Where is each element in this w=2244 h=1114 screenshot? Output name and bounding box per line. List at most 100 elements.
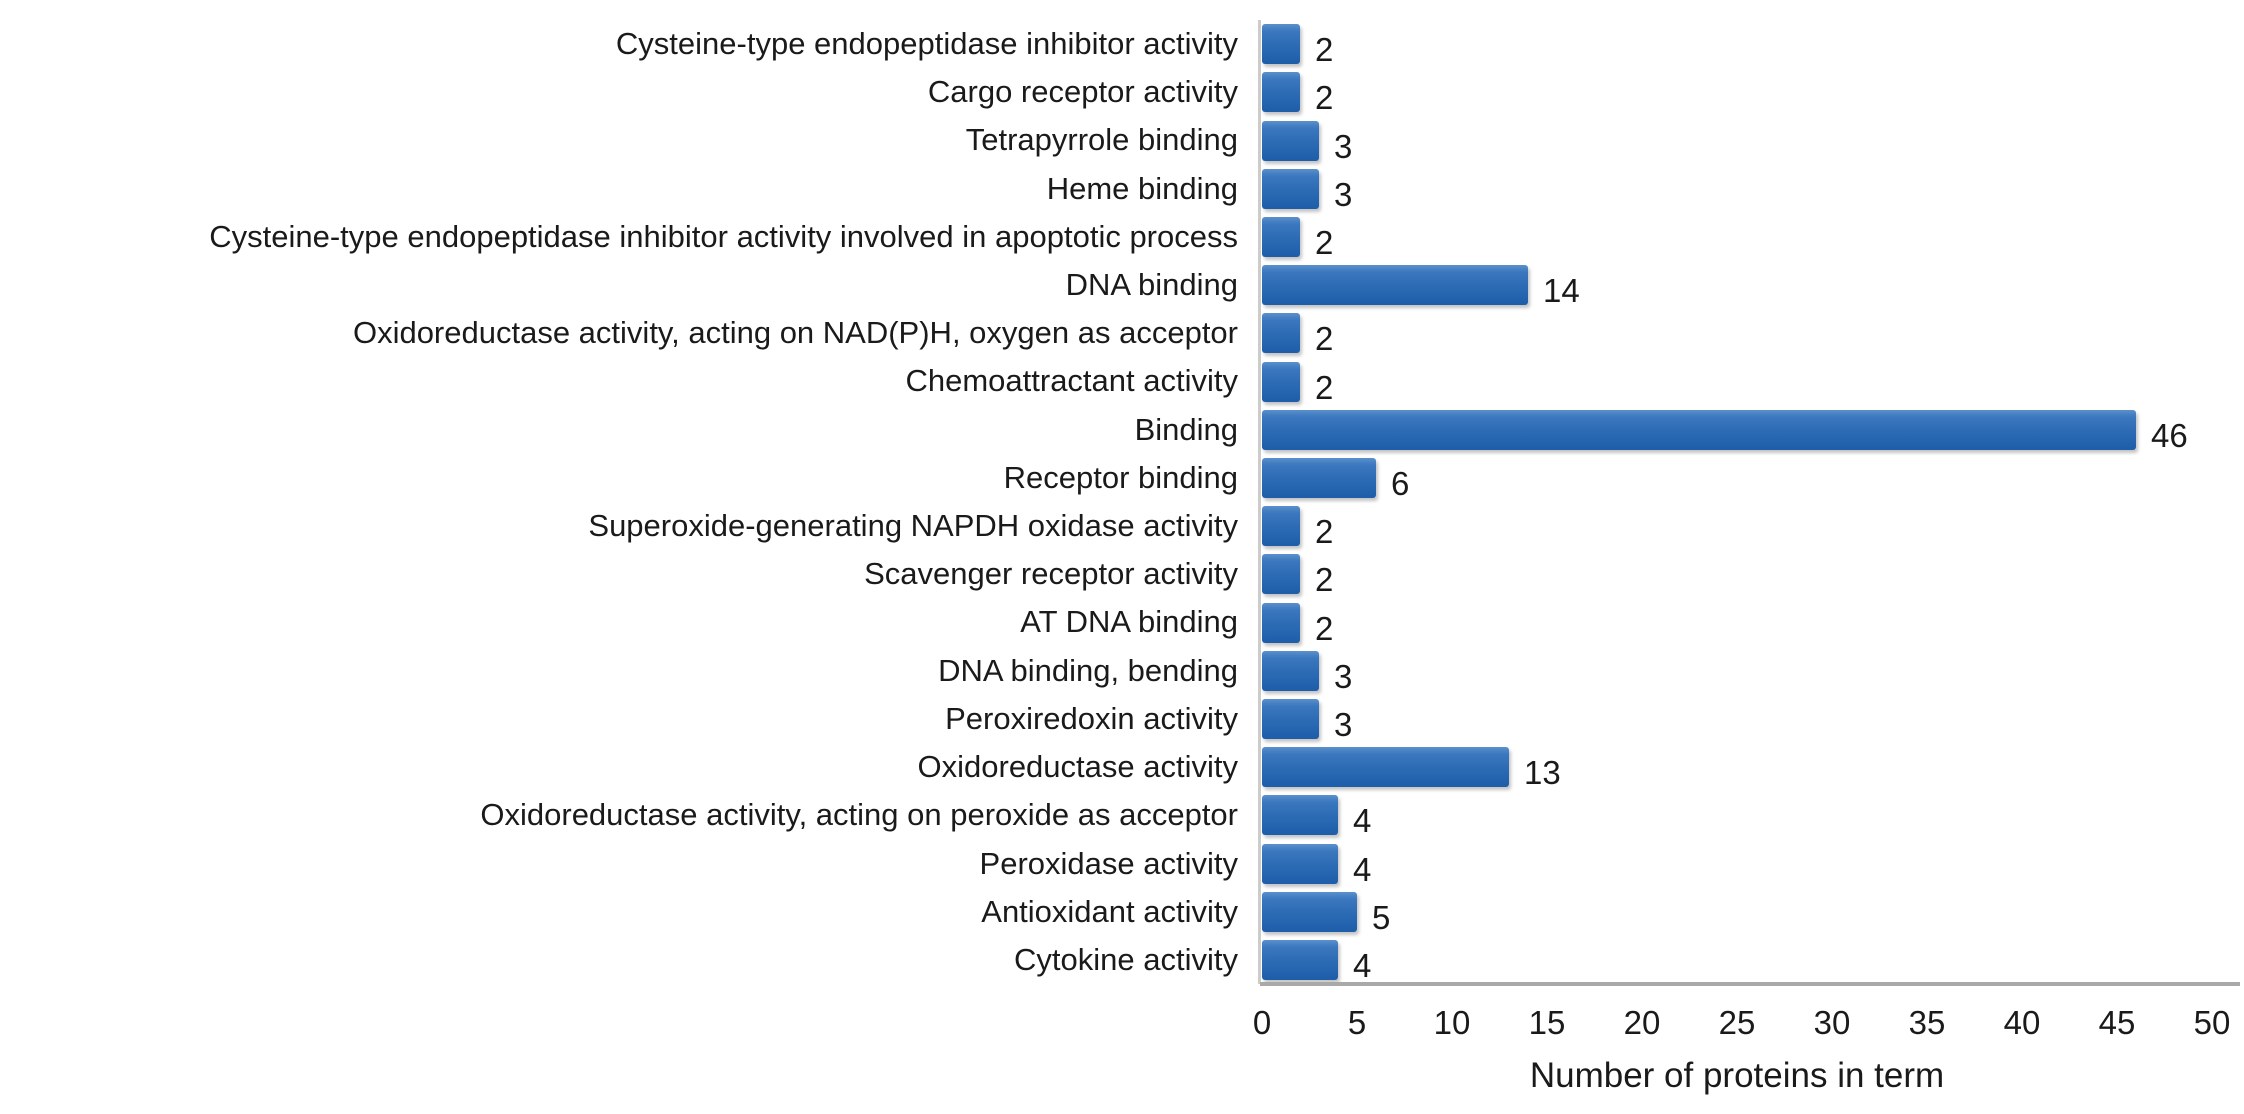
bar-row: Heme binding 3 bbox=[0, 165, 2212, 213]
bar-area: 14 bbox=[1262, 261, 2212, 309]
x-axis-line bbox=[1260, 982, 2240, 986]
value-label: 13 bbox=[1524, 754, 1561, 792]
bar-row: Tetrapyrrole binding 3 bbox=[0, 116, 2212, 165]
value-label: 3 bbox=[1334, 657, 1353, 695]
bar-area: 3 bbox=[1262, 695, 2212, 743]
x-tick-label: 30 bbox=[1813, 1004, 1851, 1041]
bar-row: Oxidoreductase activity, acting on NAD(P… bbox=[0, 309, 2212, 357]
category-label: Peroxidase activity bbox=[979, 845, 1238, 881]
category-label: Receptor binding bbox=[1003, 459, 1238, 495]
bar-row: Binding 46 bbox=[0, 406, 2212, 454]
value-label: 2 bbox=[1315, 561, 1334, 599]
y-axis-line bbox=[1258, 20, 1261, 984]
category-label: Tetrapyrrole binding bbox=[965, 122, 1238, 158]
category-label: DNA binding bbox=[1065, 267, 1238, 303]
category-label: DNA binding, bending bbox=[938, 652, 1238, 688]
bar bbox=[1262, 313, 1300, 354]
category-label: Oxidoreductase activity, acting on NAD(P… bbox=[352, 315, 1238, 351]
bar bbox=[1262, 698, 1319, 739]
value-label: 4 bbox=[1353, 850, 1372, 888]
x-axis-ticks: 0 5 10 15 20 25 30 35 40 45 50 bbox=[1253, 1004, 2231, 1046]
bar-row: Cytokine activity 4 bbox=[0, 936, 2212, 984]
value-label: 2 bbox=[1315, 368, 1334, 406]
bar-area: 5 bbox=[1262, 888, 2212, 936]
x-tick-label: 50 bbox=[2193, 1004, 2231, 1041]
category-label: Cysteine-type endopeptidase inhibitor ac… bbox=[615, 26, 1238, 62]
x-tick-label: 10 bbox=[1433, 1004, 1471, 1041]
bar bbox=[1262, 939, 1338, 980]
x-axis-title: Number of proteins in term bbox=[1529, 1056, 1945, 1095]
bar-area: 4 bbox=[1262, 791, 2212, 839]
bar-area: 3 bbox=[1262, 647, 2212, 695]
x-tick-label: 35 bbox=[1908, 1004, 1946, 1041]
plot-area: Cysteine-type endopeptidase inhibitor ac… bbox=[0, 20, 2212, 984]
value-label: 2 bbox=[1315, 320, 1334, 358]
bar bbox=[1262, 120, 1319, 161]
bar-row: Peroxiredoxin activity 3 bbox=[0, 695, 2212, 743]
bar-area: 2 bbox=[1262, 598, 2212, 647]
bar-row: AT DNA binding 2 bbox=[0, 598, 2212, 647]
bar bbox=[1262, 650, 1319, 691]
bar-row: Cysteine-type endopeptidase inhibitor ac… bbox=[0, 20, 2212, 68]
bar-area: 2 bbox=[1262, 309, 2212, 357]
bar-area: 13 bbox=[1262, 743, 2212, 791]
value-label: 2 bbox=[1315, 31, 1334, 69]
bar-area: 3 bbox=[1262, 116, 2212, 165]
bar bbox=[1262, 554, 1300, 595]
category-label: Cytokine activity bbox=[1014, 941, 1238, 977]
category-label: Oxidoreductase activity, acting on perox… bbox=[480, 797, 1238, 833]
bar-row: DNA binding 14 bbox=[0, 261, 2212, 309]
category-label: Cargo receptor activity bbox=[927, 74, 1238, 110]
bar-row: Chemoattractant activity 2 bbox=[0, 357, 2212, 406]
category-label: Superoxide-generating NAPDH oxidase acti… bbox=[588, 508, 1238, 544]
bar bbox=[1262, 506, 1300, 547]
x-tick-label: 15 bbox=[1528, 1004, 1566, 1041]
value-label: 3 bbox=[1334, 127, 1353, 165]
bar-row: Oxidoreductase activity, acting on perox… bbox=[0, 791, 2212, 839]
value-label: 2 bbox=[1315, 223, 1334, 261]
bar-row: Receptor binding 6 bbox=[0, 454, 2212, 502]
x-tick-label: 25 bbox=[1718, 1004, 1756, 1041]
x-tick-label: 5 bbox=[1347, 1004, 1367, 1041]
bar-area: 2 bbox=[1262, 213, 2212, 261]
bar bbox=[1262, 795, 1338, 836]
bar-area: 2 bbox=[1262, 502, 2212, 550]
category-label: AT DNA binding bbox=[1020, 604, 1238, 640]
bar-area: 4 bbox=[1262, 936, 2212, 984]
bar bbox=[1262, 602, 1300, 643]
bar bbox=[1262, 409, 2136, 450]
bar-row: Antioxidant activity 5 bbox=[0, 888, 2212, 936]
bar-row: DNA binding, bending 3 bbox=[0, 647, 2212, 695]
value-label: 14 bbox=[1543, 272, 1580, 310]
x-tick-label: 40 bbox=[2003, 1004, 2041, 1041]
value-label: 4 bbox=[1353, 802, 1372, 840]
category-label: Scavenger receptor activity bbox=[864, 556, 1238, 592]
bar-area: 2 bbox=[1262, 357, 2212, 406]
category-label: Peroxiredoxin activity bbox=[945, 700, 1238, 736]
bar-row: Superoxide-generating NAPDH oxidase acti… bbox=[0, 502, 2212, 550]
bar-area: 6 bbox=[1262, 454, 2212, 502]
bar bbox=[1262, 361, 1300, 402]
value-label: 2 bbox=[1315, 609, 1334, 647]
category-label: Cysteine-type endopeptidase inhibitor ac… bbox=[209, 218, 1238, 254]
category-label: Oxidoreductase activity bbox=[917, 749, 1238, 785]
bar-area: 2 bbox=[1262, 20, 2212, 68]
x-tick-label: 45 bbox=[2098, 1004, 2136, 1041]
value-label: 2 bbox=[1315, 513, 1334, 551]
category-label: Chemoattractant activity bbox=[905, 363, 1238, 399]
bar bbox=[1262, 216, 1300, 257]
bar bbox=[1262, 265, 1528, 306]
bar-area: 46 bbox=[1262, 406, 2212, 454]
x-tick-label: 0 bbox=[1252, 1004, 1272, 1041]
bar bbox=[1262, 457, 1376, 498]
bar-row: Cargo receptor activity 2 bbox=[0, 68, 2212, 116]
x-tick-label: 20 bbox=[1623, 1004, 1661, 1041]
bar-row: Oxidoreductase activity 13 bbox=[0, 743, 2212, 791]
value-label: 6 bbox=[1391, 464, 1410, 502]
bar bbox=[1262, 891, 1357, 932]
bar-area: 4 bbox=[1262, 839, 2212, 888]
category-label: Antioxidant activity bbox=[981, 893, 1238, 929]
bar bbox=[1262, 24, 1300, 65]
category-label: Heme binding bbox=[1046, 170, 1238, 206]
